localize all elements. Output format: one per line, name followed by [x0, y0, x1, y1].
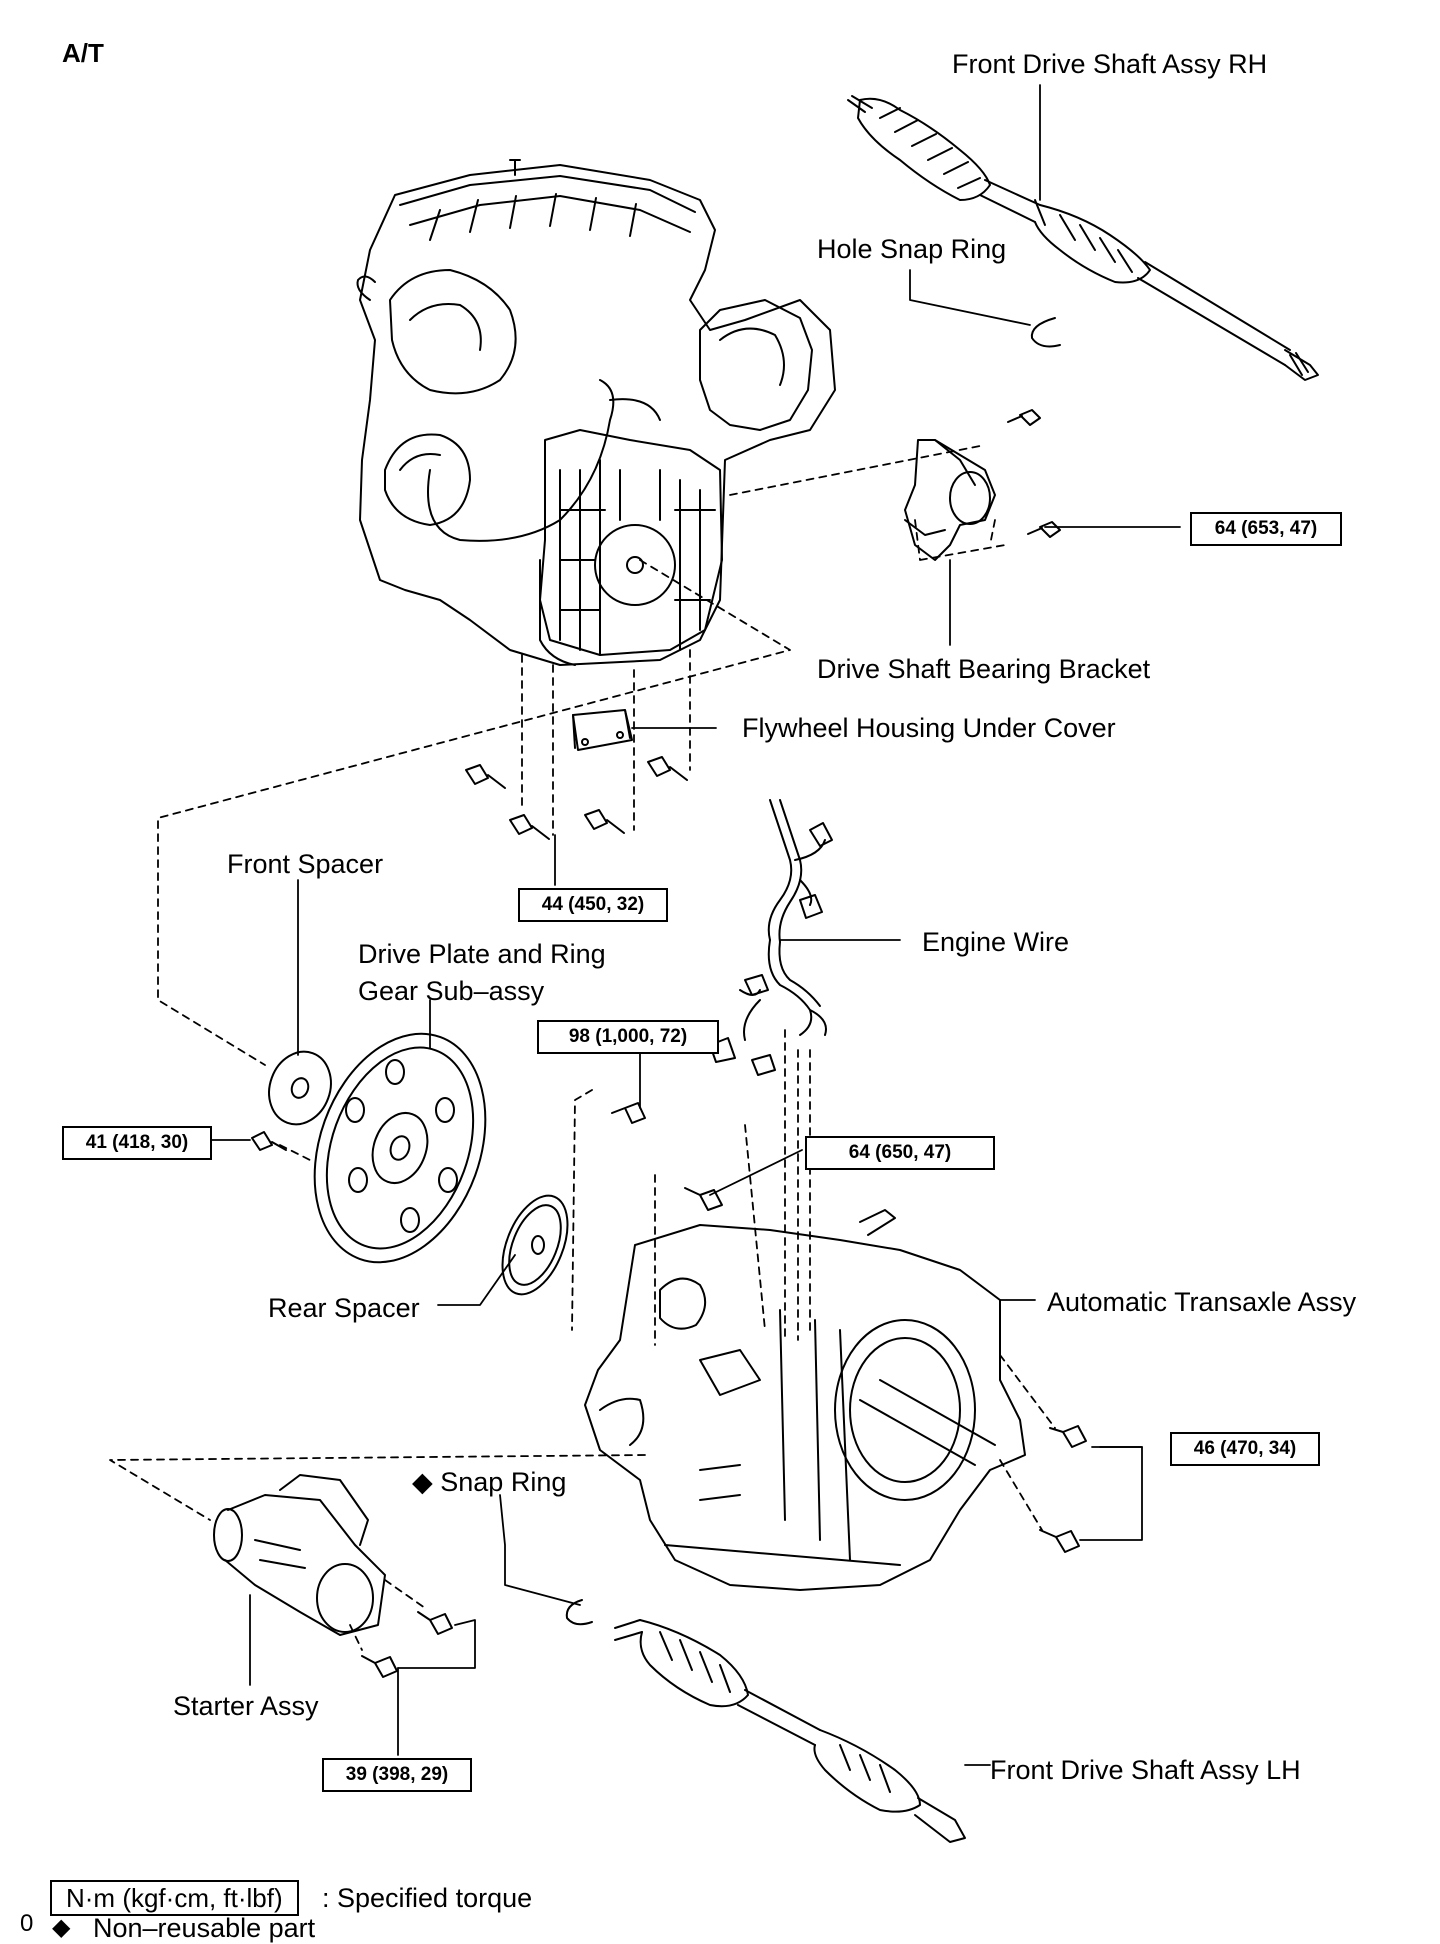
leader-lines: [209, 84, 1181, 1766]
torque-transaxle-upper-bolt: 64 (650, 47): [805, 1136, 995, 1170]
label-starter-assy: Starter Assy: [173, 1691, 319, 1721]
label-snap-ring: ◆ Snap Ring: [412, 1467, 567, 1497]
torque-wire-bolt: 98 (1,000, 72): [537, 1020, 719, 1054]
starter-drawing: [213, 1474, 453, 1678]
legend-diamond-icon: ◆: [52, 1914, 71, 1941]
engine-wire-drawing: [709, 799, 833, 1076]
torque-drive-plate-bolt: 41 (418, 30): [62, 1126, 212, 1160]
label-drive-shaft-bearing-bracket: Drive Shaft Bearing Bracket: [817, 654, 1151, 684]
page-title: A/T: [62, 38, 104, 68]
label-drive-plate-line1: Drive Plate and Ring: [358, 939, 606, 969]
drive-plate-drawing: [313, 1032, 487, 1264]
rear-spacer-drawing: [501, 1194, 569, 1296]
transaxle-upper-bolt-drawing: [684, 1187, 723, 1211]
drive-plate-bolt-drawing: [251, 1131, 287, 1151]
torque-starter-bolt: 39 (398, 29): [322, 1758, 472, 1792]
legend-torque-desc: : Specified torque: [322, 1883, 533, 1913]
margin-mark: 0: [20, 1910, 34, 1937]
torque-bracket-bolt: 64 (653, 47): [1190, 512, 1342, 546]
label-automatic-transaxle: Automatic Transaxle Assy: [1047, 1287, 1357, 1317]
legend-non-reusable: Non–reusable part: [93, 1913, 316, 1943]
wire-bolt-drawing: [611, 1102, 646, 1124]
engine-drawing: [356, 159, 836, 666]
torque-transaxle-lower-bolt: 46 (470, 34): [1170, 1432, 1320, 1466]
label-hole-snap-ring: Hole Snap Ring: [817, 234, 1007, 264]
transaxle-lower-bolt-2-drawing: [1039, 1529, 1080, 1553]
label-flywheel-housing-under-cover: Flywheel Housing Under Cover: [742, 713, 1116, 743]
label-rear-spacer: Rear Spacer: [268, 1293, 420, 1323]
label-drive-plate-line2: Gear Sub–assy: [358, 976, 545, 1006]
snap-ring-drawing: [565, 1599, 593, 1626]
label-front-drive-shaft-rh: Front Drive Shaft Assy RH: [952, 49, 1268, 79]
alignment-lines: [109, 444, 1056, 1651]
label-front-drive-shaft-lh: Front Drive Shaft Assy LH: [990, 1755, 1301, 1785]
front-drive-shaft-lh-drawing: [614, 1619, 966, 1843]
legend-torque-unit-box: N·m (kgf·cm, ft·lbf): [50, 1880, 299, 1916]
front-drive-shaft-rh-drawing: [847, 95, 1319, 381]
torque-under-cover-bolt: 44 (450, 32): [518, 888, 668, 922]
transaxle-lower-bolt-1-drawing: [1049, 1425, 1087, 1448]
front-spacer-drawing: [268, 1050, 332, 1126]
label-engine-wire: Engine Wire: [922, 927, 1070, 957]
under-cover-bolts-drawing: [465, 756, 688, 840]
under-cover-drawing: [572, 709, 633, 751]
automatic-transaxle-drawing: [584, 1209, 1026, 1591]
label-front-spacer: Front Spacer: [227, 849, 384, 879]
bearing-bracket-drawing: [904, 409, 1061, 561]
hole-snap-ring-drawing: [1030, 317, 1061, 348]
